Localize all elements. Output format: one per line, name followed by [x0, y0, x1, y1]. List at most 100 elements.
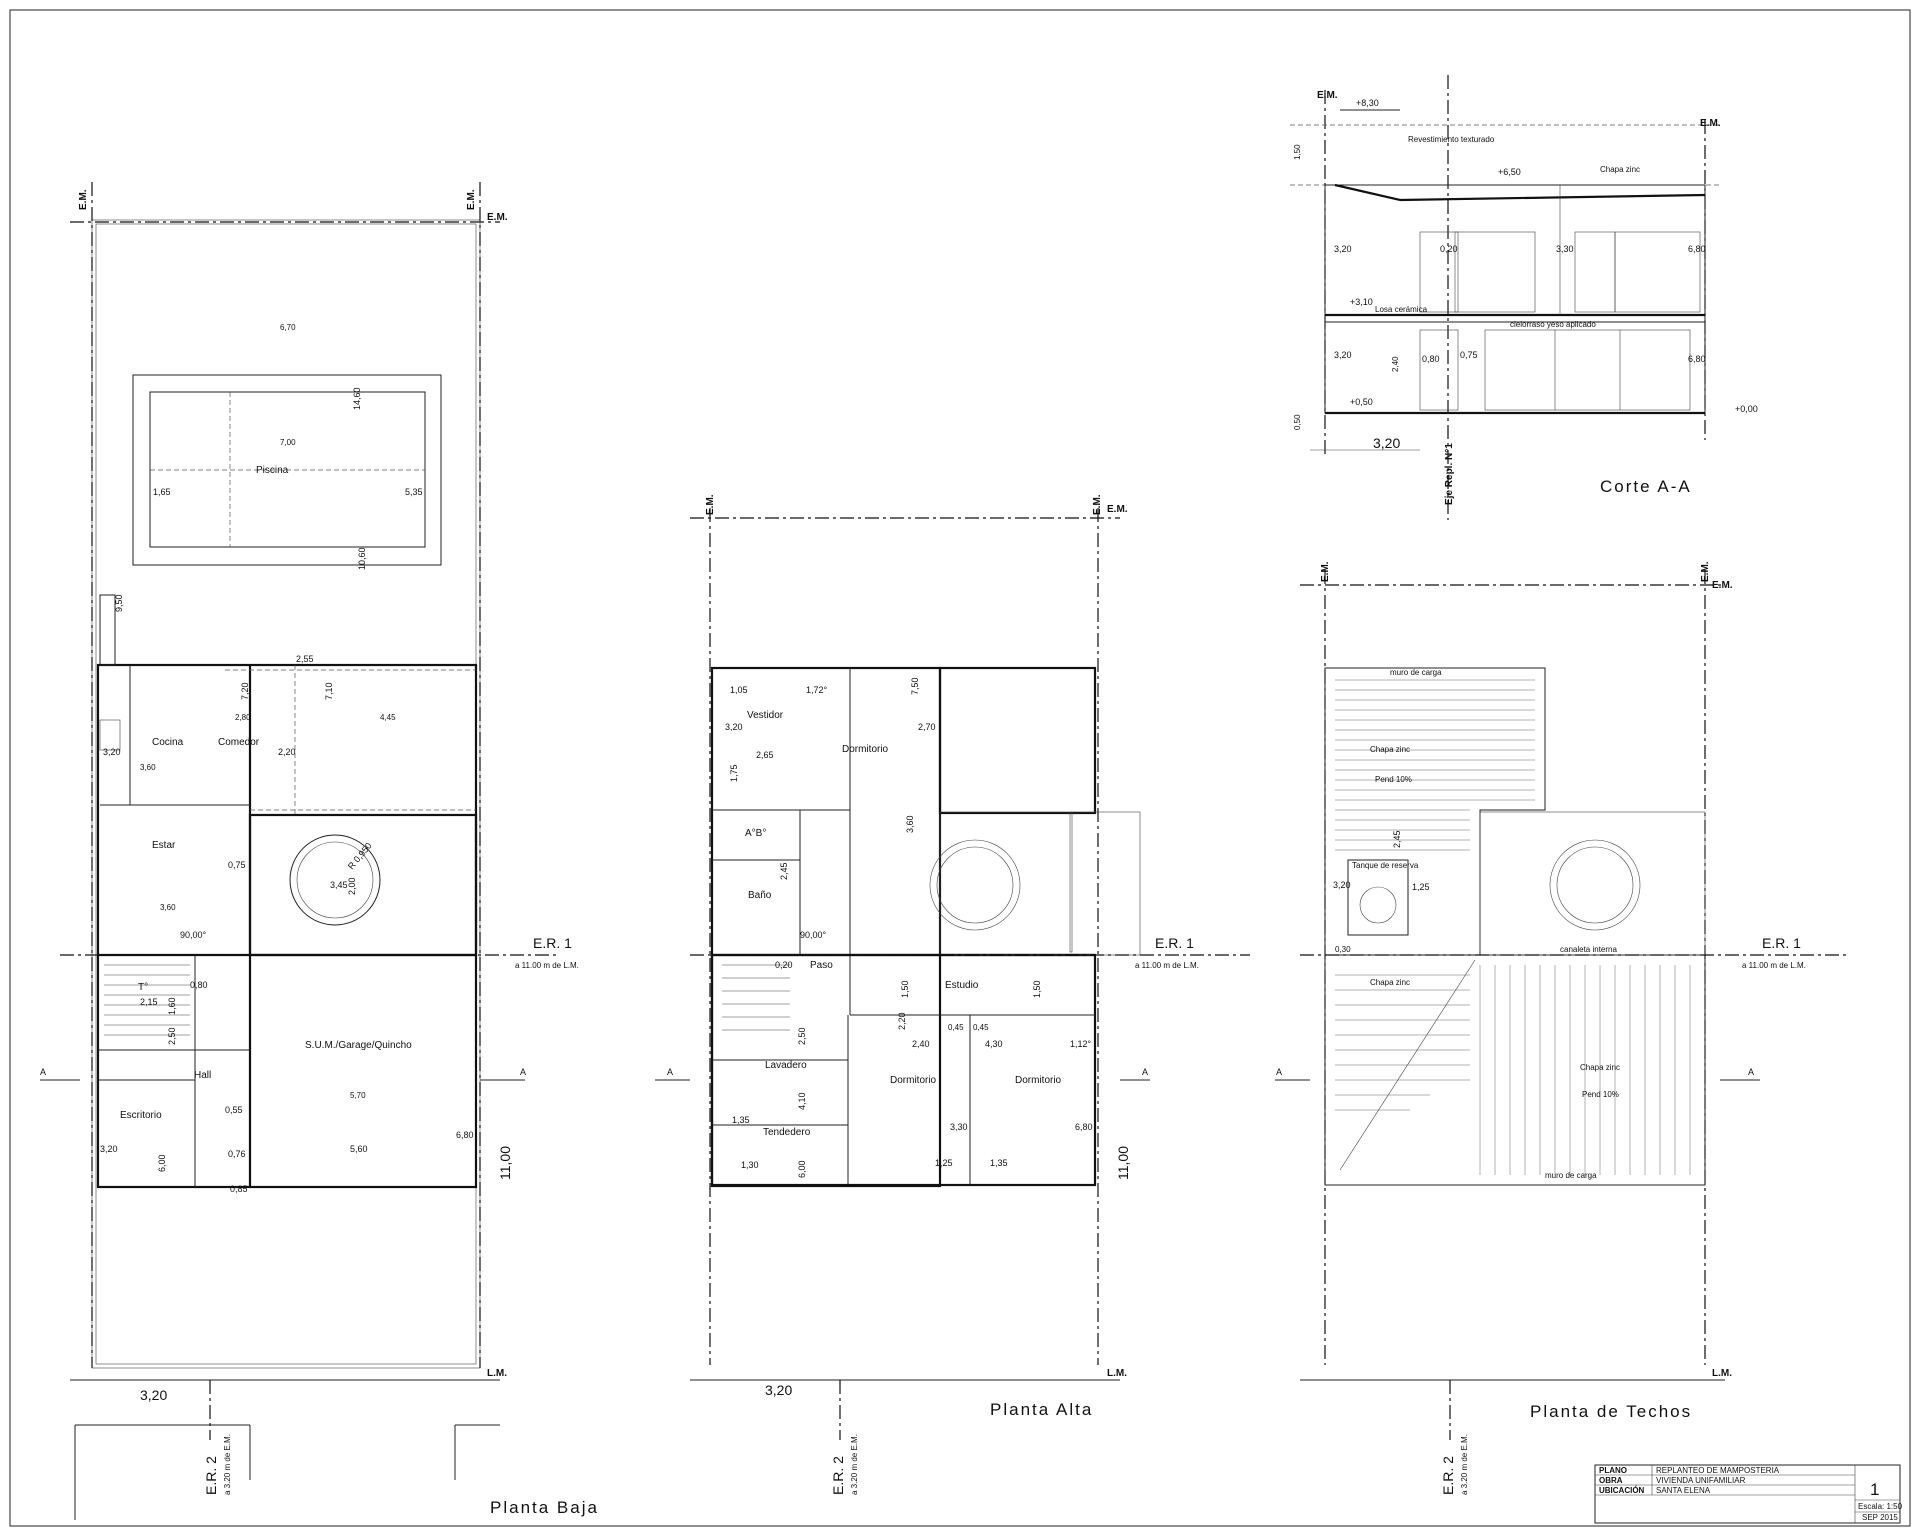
dim-corte-7: 6,80 — [1688, 354, 1706, 364]
dim-corte-2: 3,30 — [1556, 244, 1574, 254]
er2-label-te: E.R. 2 — [1440, 1456, 1456, 1495]
dim-corte-8: 2,40 — [1391, 356, 1400, 372]
dim-pa-1: 1,72° — [806, 685, 828, 695]
dim-pb-33: 3,20 — [140, 1387, 167, 1403]
dim-pb-5: 5,35 — [405, 487, 423, 497]
level-830: +8,30 — [1356, 98, 1379, 108]
dim-corte-3: 6,80 — [1688, 244, 1706, 254]
corte-aa-section: +8,30 +6,50 +3,10 +0,50 +0,00 Revestimie… — [1290, 75, 1758, 520]
label-pend-1: Pend 10% — [1375, 775, 1412, 784]
dim-pa-6: 1,75 — [729, 764, 739, 782]
dim-pb-24: 0,55 — [225, 1105, 243, 1115]
label-tanque: Tanque de reserva — [1352, 861, 1419, 870]
lm-label-pa: L.M. — [1107, 1368, 1127, 1379]
planta-techos-plan: muro de carga Chapa zinc Pend 10% Tanque… — [1275, 561, 1850, 1495]
level-000: +0,00 — [1735, 404, 1758, 414]
label-canaleta: canaleta interna — [1560, 945, 1617, 954]
room-paso: Paso — [810, 960, 833, 971]
dim-techos-1: 1,25 — [1412, 882, 1430, 892]
label-pend-2: Pend 10% — [1582, 1090, 1619, 1099]
dim-pb-32: 3,60 — [160, 903, 176, 912]
dim-techos-3: 0,30 — [1335, 945, 1351, 954]
label-chapa-zinc-1: Chapa zinc — [1370, 745, 1410, 754]
dim-corte-1: 0,20 — [1440, 244, 1458, 254]
dim-pa-3: 7,50 — [910, 677, 920, 695]
dim-pb-31: 6,00 — [157, 1154, 167, 1172]
dim-pa-16: 0,45 — [948, 1023, 964, 1032]
section-a-right-te: A — [1748, 1067, 1754, 1077]
title-corte: Corte A-A — [1600, 477, 1692, 496]
dim-pa-7: 3,60 — [905, 815, 915, 833]
dim-pb-3: 10,60 — [357, 547, 367, 570]
dim-pb-15: 0,75 — [228, 860, 246, 870]
dim-pa-8: 2,45 — [779, 862, 789, 880]
em-label-corte-left: E.M. — [1317, 90, 1338, 101]
room-estar: Estar — [152, 840, 176, 851]
dim-pa-20: 4,10 — [797, 1092, 807, 1110]
dim-pa-18: 2,50 — [797, 1027, 807, 1045]
dim-pb-25: 0,76 — [228, 1149, 246, 1159]
dim-pa-26: 1,25 — [935, 1158, 953, 1168]
room-escritorio: Escritorio — [120, 1110, 162, 1121]
dim-pb-22: 2,50 — [167, 1027, 177, 1045]
room-toilet: T° — [138, 982, 148, 993]
dim-pb-1: 7,00 — [280, 438, 296, 447]
dim-corte-4: 3,20 — [1334, 350, 1352, 360]
er1-label-pb: E.R. 1 — [533, 935, 572, 951]
planta-alta-plan: Vestidor Dormitorio A°B° Baño Paso Estud… — [655, 494, 1250, 1495]
level-650: +6,50 — [1498, 167, 1521, 177]
dim-corte-10: 0,50 — [1293, 414, 1302, 430]
planta-baja-plan: Piscina Cocina Comedor Estar Escritorio … — [40, 182, 597, 1520]
room-vestidor: Vestidor — [747, 710, 784, 721]
tb-ubicacion-key: UBICACIÓN — [1599, 1486, 1645, 1495]
label-chapa-zinc-3: Chapa zinc — [1580, 1063, 1620, 1072]
dim-pb-21: 1,60 — [167, 997, 177, 1015]
dim-pb-2: 14,60 — [352, 387, 362, 410]
dim-pb-14: 3,60 — [140, 763, 156, 772]
label-cielorraso: cielorraso yeso aplicado — [1510, 320, 1596, 329]
er2-label-pa: E.R. 2 — [830, 1456, 846, 1495]
er1-label-pa: E.R. 1 — [1155, 935, 1194, 951]
section-a-left-te: A — [1276, 1067, 1282, 1077]
section-a-left-pa: A — [667, 1067, 673, 1077]
dim-pb-17: 2,00 — [347, 877, 357, 895]
dim-pa-5: 2,65 — [756, 750, 774, 760]
section-a-right-pa: A — [1142, 1067, 1148, 1077]
dim-pa-24: 1,30 — [741, 1160, 759, 1170]
dim-pa-22: 6,80 — [1075, 1122, 1093, 1132]
dim-pa-17: 0,45 — [973, 1023, 989, 1032]
dim-pb-34: 11,00 — [497, 1146, 513, 1180]
room-sum: S.U.M./Garage/Quincho — [305, 1040, 412, 1051]
label-chapa-zinc-corte: Chapa zinc — [1600, 165, 1640, 174]
tb-plano-value: REPLANTEO DE MAMPOSTERIA — [1656, 1466, 1780, 1475]
tb-escala: Escala: 1:50 — [1858, 1502, 1903, 1511]
dim-pa-10: 0,20 — [775, 960, 793, 970]
dim-pa-27: 1,35 — [990, 1158, 1008, 1168]
dim-pa-11: 1,50 — [900, 980, 910, 998]
em-label-pb-right: E.M. — [466, 189, 477, 210]
dim-pb-16: 3,45 — [330, 880, 348, 890]
dim-pa-0: 1,05 — [730, 685, 748, 695]
dim-techos-0: 2,45 — [1392, 830, 1402, 848]
room-bano: Baño — [748, 890, 772, 901]
tb-plano-key: PLANO — [1599, 1466, 1627, 1475]
room-dormitorio-1: Dormitorio — [842, 744, 889, 755]
room-hall: Hall — [194, 1070, 211, 1081]
dim-pa-19: 1,12° — [1070, 1039, 1092, 1049]
em-label-pa-left: E.M. — [705, 494, 716, 515]
dim-pb-28: 6,80 — [456, 1130, 474, 1140]
em-label-te-right: E.M. — [1700, 561, 1711, 582]
er2-sub-te: a 3.20 m de E.M. — [1460, 1434, 1469, 1495]
dim-pb-20: 2,15 — [140, 997, 158, 1007]
dim-corte-0: 3,20 — [1334, 244, 1352, 254]
er1-sub-pb: a 11.00 m de L.M. — [515, 961, 579, 970]
dim-pa-2: 3,20 — [725, 722, 743, 732]
dim-pb-27: 5,60 — [350, 1144, 368, 1154]
dim-pa-12: 1,50 — [1032, 980, 1042, 998]
room-aob: A°B° — [745, 828, 766, 839]
dim-pa-28: 3,20 — [765, 1382, 792, 1398]
dim-corte-9: 1,50 — [1293, 144, 1302, 160]
dim-pb-29: 5,70 — [350, 1091, 366, 1100]
dim-pb-30: 3,20 — [100, 1144, 118, 1154]
dim-pb-26: 0,85 — [230, 1184, 248, 1194]
